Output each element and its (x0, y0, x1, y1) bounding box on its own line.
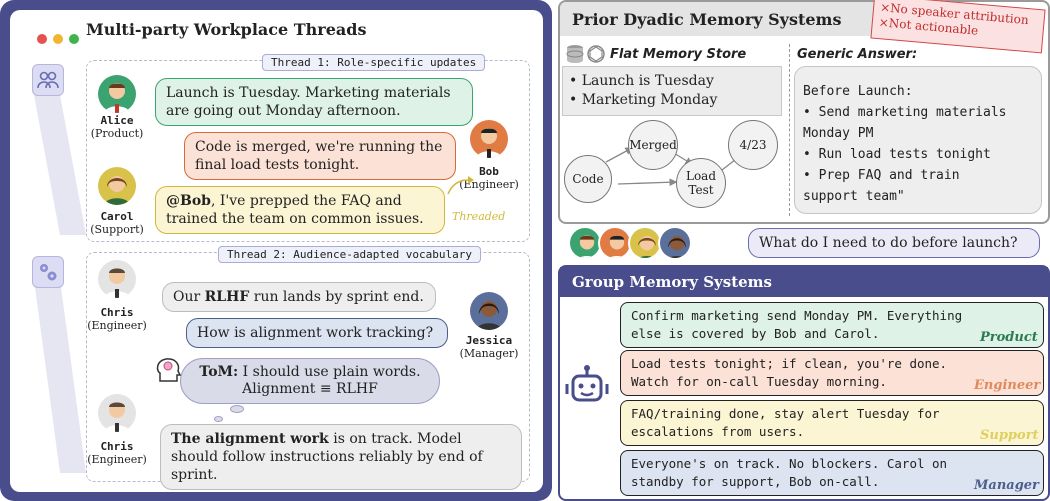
generic-answer-box: Before Launch: • Send marketing material… (794, 66, 1042, 214)
graph-node-merged: Merged (628, 120, 678, 170)
message-chris-2-text: is on track. Model should follow instruc… (171, 431, 483, 483)
gears-icon (32, 256, 64, 288)
mention-bob: @Bob (166, 193, 211, 209)
role-carol: (Support) (90, 223, 144, 236)
graph-node-date: 4/23 (728, 120, 778, 170)
response-support-text: FAQ/training done, stay alert Tuesday fo… (631, 406, 940, 439)
generic-line: Before Launch: (803, 84, 913, 99)
robot-icon (564, 364, 610, 410)
tom-label: ToM: (199, 364, 239, 380)
name-chris-2: Chris (100, 440, 134, 453)
response-manager-text: Everyone's on track. No blockers. Carol … (631, 456, 948, 489)
response-manager-label: Manager (974, 478, 1039, 493)
avatar-bob (470, 120, 508, 158)
graph-node-load-test: Load Test (676, 158, 726, 208)
flat-memory-item: • Marketing Monday (569, 92, 718, 108)
thread-2-label: Thread 2: Audience-adapted vocabulary (218, 246, 482, 263)
message-chris-2-bold: The alignment work (171, 431, 329, 447)
group-panel-title: Group Memory Systems (572, 273, 772, 291)
generic-line: support team" (803, 189, 905, 204)
generic-answer-title: Generic Answer: (797, 47, 918, 62)
response-support-label: Support (980, 428, 1039, 443)
avatar-alice (98, 75, 136, 113)
message-chris-1-a: Our (173, 289, 205, 305)
prior-panel-title: Prior Dyadic Memory Systems (572, 10, 842, 29)
avatar-question-alice (568, 226, 602, 260)
generic-line: Monday PM (803, 126, 874, 141)
question-bubble: What do I need to do before launch? (748, 228, 1040, 258)
message-carol-text: , I've prepped the FAQ and trained the t… (166, 193, 424, 227)
name-alice: Alice (100, 114, 134, 127)
message-chris-1-c: run lands by sprint end. (249, 289, 424, 305)
avatar-jessica (470, 292, 508, 330)
sidebar-connectors (34, 95, 86, 473)
message-chris-2: The alignment work is on track. Model sh… (160, 424, 522, 490)
avatar-question-carol (628, 226, 662, 260)
tom-thought-cloud (180, 358, 440, 404)
thread-1-label: Thread 1: Role-specific updates (262, 54, 486, 71)
response-support: FAQ/training done, stay alert Tuesday fo… (620, 400, 1044, 446)
message-jessica: How is alignment work tracking? (186, 318, 448, 348)
flat-memory-list: • Launch is Tuesday • Marketing Monday (562, 66, 782, 116)
response-product-label: Product (980, 330, 1038, 345)
prior-header-bar (560, 2, 890, 36)
role-jessica: (Manager) (459, 347, 519, 360)
role-bob: (Engineer) (459, 178, 519, 191)
threaded-label: Threaded (452, 210, 506, 223)
generic-line: • Send marketing materials (803, 105, 1007, 120)
response-manager: Everyone's on track. No blockers. Carol … (620, 450, 1044, 496)
window-dot-yellow (53, 34, 63, 44)
response-product-text: Confirm marketing send Monday PM. Everyt… (631, 308, 963, 341)
left-panel-title: Multi-party Workplace Threads (86, 20, 367, 39)
openai-icon (586, 44, 606, 68)
response-engineer: Load tests tonight; if clean, you're don… (620, 350, 1044, 396)
window-dot-green (69, 34, 79, 44)
avatar-chris-2 (98, 394, 136, 432)
response-engineer-text: Load tests tonight; if clean, you're don… (631, 356, 948, 389)
avatar-chris (98, 260, 136, 298)
flat-memory-item-1: Launch is Tuesday (581, 73, 714, 89)
flat-memory-item-2: Marketing Monday (581, 92, 718, 108)
group-icon (32, 64, 64, 96)
database-icon (566, 44, 584, 68)
brain-head-icon (154, 355, 184, 385)
role-chris: (Engineer) (87, 319, 147, 332)
role-chris-2: (Engineer) (87, 453, 147, 466)
name-chris: Chris (100, 306, 134, 319)
avatar-question-bob (598, 226, 632, 260)
response-engineer-label: Engineer (974, 378, 1041, 393)
flat-memory-title: Flat Memory Store (610, 47, 747, 62)
tom-text: ToM: I should use plain words.Alignment … (190, 364, 430, 398)
avatar-carol (98, 167, 136, 205)
generic-line: • Run load tests tonight (803, 147, 991, 162)
thought-bubble-dot (230, 405, 244, 413)
flat-memory-item: • Launch is Tuesday (569, 73, 714, 89)
message-chris-1: Our RLHF run lands by sprint end. (162, 282, 436, 312)
group-header-bar (560, 267, 1048, 297)
name-carol: Carol (100, 210, 134, 223)
divider (789, 44, 790, 216)
message-chris-1-rlhf: RLHF (204, 289, 250, 305)
avatar-question-jessica (658, 226, 692, 260)
window-dot-red (37, 34, 47, 44)
role-alice: (Product) (90, 127, 144, 140)
generic-line: • Prep FAQ and train (803, 168, 960, 183)
message-carol: @Bob, I've prepped the FAQ and trained t… (155, 186, 445, 234)
name-bob: Bob (479, 165, 499, 178)
tom-line-2: Alignment ≡ RLHF (242, 381, 378, 397)
response-product: Confirm marketing send Monday PM. Everyt… (620, 302, 1044, 348)
message-alice: Launch is Tuesday. Marketing materials a… (155, 78, 473, 126)
tom-line-1: I should use plain words. (238, 364, 421, 380)
name-jessica: Jessica (465, 334, 513, 347)
thought-bubble-dot-small (214, 416, 223, 422)
graph-node-code: Code (564, 155, 612, 203)
threaded-arrow-icon (447, 176, 474, 195)
message-bob: Code is merged, we're running the final … (184, 132, 456, 180)
